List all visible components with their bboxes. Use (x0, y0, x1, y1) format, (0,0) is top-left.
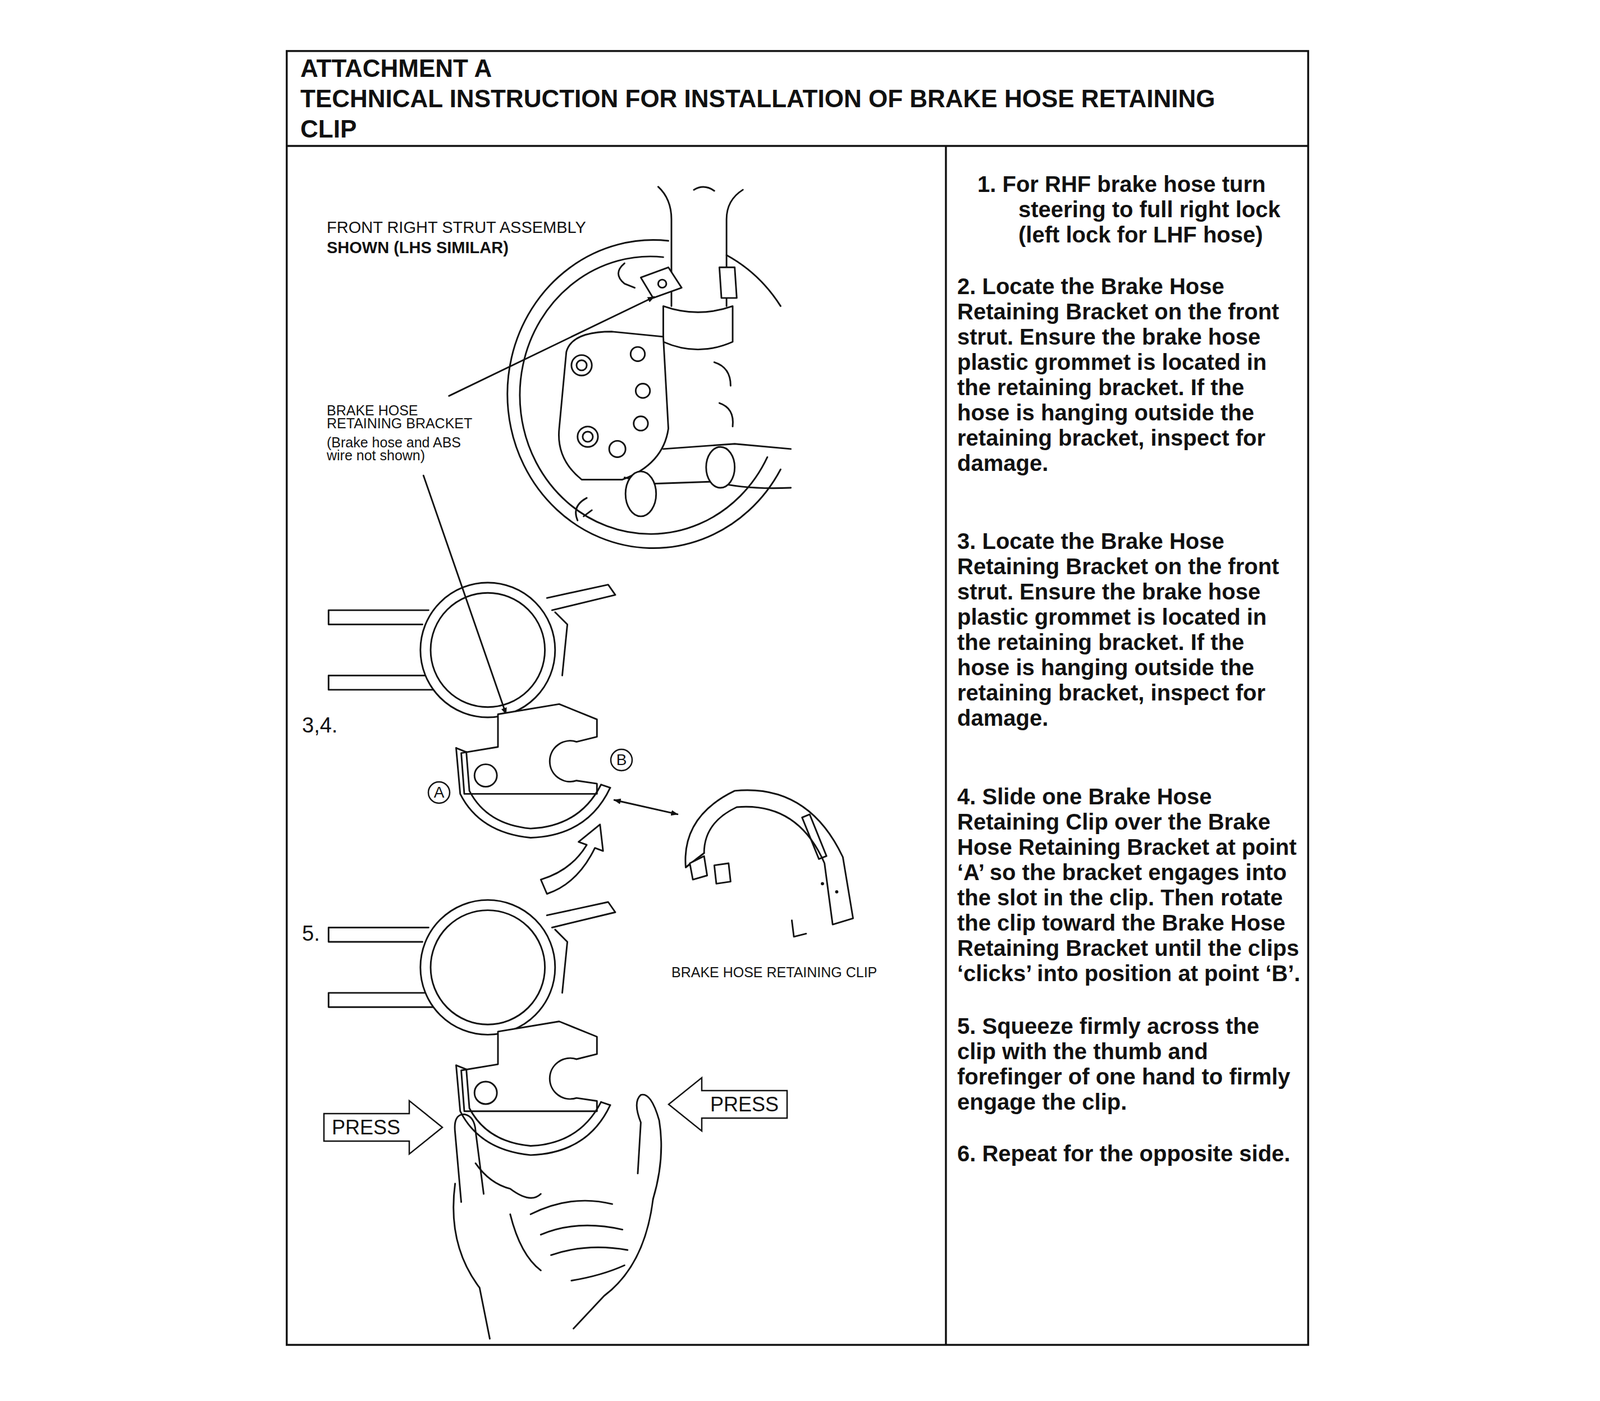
instruction-column: 1. For RHF brake hose turn steering to f… (957, 171, 1303, 1167)
document-heading: TECHNICAL INSTRUCTION FOR INSTALLATION O… (300, 83, 1227, 145)
table-frame (944, 145, 947, 1346)
strut-assembly-drawing (706, 446, 735, 488)
instruction-step: 1. For RHF brake hose turn steering to f… (977, 171, 1303, 248)
retaining-clip-drawing (791, 920, 806, 937)
callout-circle: A (427, 780, 451, 805)
retaining-clip-drawing (689, 856, 708, 880)
press-arrow: PRESS (668, 1077, 788, 1132)
instruction-step: 6. Repeat for the opposite side. (957, 1141, 1303, 1167)
document-title: ATTACHMENT A (300, 53, 1255, 84)
detail-step-3-4 (540, 824, 603, 895)
callout-circle: B (609, 748, 634, 772)
part-label: BRAKE HOSE RETAINING BRACKET (326, 404, 484, 431)
strut-assembly-drawing (714, 362, 733, 427)
retaining-clip-drawing (820, 881, 825, 886)
strut-assembly-drawing (719, 267, 737, 299)
strut-assembly-drawing (423, 186, 791, 715)
strut-assembly-drawing (618, 263, 635, 288)
instruction-step: 3. Locate the Brake Hose Retaining Brack… (957, 528, 1303, 731)
strut-assembly-drawing (582, 431, 593, 442)
instruction-step: 4. Slide one Brake Hose Retaining Clip o… (957, 784, 1303, 987)
text-anchor: ATTACHMENT A (300, 53, 1255, 84)
press-label: PRESS (331, 1116, 401, 1140)
strut-assembly-drawing (507, 240, 781, 549)
retaining-clip-drawing (802, 814, 827, 860)
strut-assembly-drawing (571, 355, 592, 376)
part-note: (Brake hose and ABS wire not shown) (326, 436, 479, 463)
detail-step-3-4 (614, 800, 678, 815)
strut-assembly-drawing (663, 305, 733, 350)
figure-label: SHOWN (LHS SIMILAR) (326, 237, 509, 258)
strut-assembly-drawing (633, 416, 648, 431)
strut-assembly-drawing (577, 426, 598, 447)
table-frame (286, 144, 1309, 147)
callout-letter: A (433, 783, 445, 802)
text-anchor: BRAKE HOSE RETAINING CLIP (671, 963, 877, 981)
step-callout: 3,4. (302, 712, 338, 738)
detail-step-5 (530, 1200, 628, 1256)
node-outline (428, 782, 450, 804)
strut-assembly-drawing (423, 475, 506, 715)
strut-assembly-drawing (657, 279, 667, 288)
instruction-step: 5. Squeeze firmly across the clip with t… (957, 1013, 1303, 1115)
detail-step-5 (328, 899, 662, 1339)
table-frame (286, 51, 1309, 1346)
strut-assembly-drawing (519, 256, 768, 534)
text-anchor: BRAKE HOSE RETAINING BRACKET (326, 404, 484, 431)
instruction-step: 2. Locate the Brake Hose Retaining Brack… (957, 273, 1303, 477)
node-outline (668, 1077, 788, 1132)
figure-label: FRONT RIGHT STRUT ASSEMBLY (326, 217, 587, 238)
detail-step-3-4 (328, 582, 616, 794)
strut-assembly-drawing (576, 360, 587, 371)
table-frame (286, 51, 1309, 1346)
retaining-clip-drawing (835, 890, 839, 894)
text-anchor: SHOWN (LHS SIMILAR) (326, 237, 509, 258)
step-callout: 5. (302, 921, 320, 946)
strut-assembly-drawing (635, 384, 650, 399)
detail-step-5 (453, 1184, 491, 1339)
text-anchor: TECHNICAL INSTRUCTION FOR INSTALLATION O… (300, 83, 1227, 145)
strut-assembly-drawing (449, 296, 655, 396)
strut-assembly-drawing (630, 346, 645, 361)
detail-step-5 (328, 899, 616, 1112)
detail-step-5 (454, 1114, 484, 1202)
retaining-clip-drawing (685, 790, 854, 925)
strut-assembly-drawing (625, 471, 657, 517)
text-anchor: (Brake hose and ABS wire not shown) (326, 436, 479, 463)
detail-step-5 (510, 1214, 625, 1281)
retaining-clip-drawing (714, 863, 731, 884)
detail-step-5 (475, 1163, 541, 1199)
retaining-clip-drawing (685, 790, 854, 937)
detail-step-3-4 (328, 582, 678, 894)
node-outline (323, 1100, 443, 1155)
strut-assembly-drawing (576, 497, 593, 521)
detail-step-3-4 (455, 748, 610, 839)
part-label: BRAKE HOSE RETAINING CLIP (671, 963, 877, 981)
strut-assembly-drawing (609, 440, 626, 457)
strut-assembly-drawing (558, 331, 669, 480)
text-anchor: 3,4. (302, 712, 338, 738)
press-arrow: PRESS (323, 1100, 443, 1155)
detail-step-5 (455, 1065, 610, 1156)
strut-assembly-drawing (640, 267, 682, 299)
text-anchor: FRONT RIGHT STRUT ASSEMBLY (326, 217, 587, 238)
press-label: PRESS (710, 1093, 780, 1117)
text-anchor: 5. (302, 921, 320, 946)
detail-step-5 (573, 1199, 653, 1329)
callout-letter: B (616, 751, 628, 770)
detail-step-5 (636, 1094, 662, 1200)
strut-assembly-drawing (693, 186, 715, 191)
node-outline (610, 749, 633, 771)
